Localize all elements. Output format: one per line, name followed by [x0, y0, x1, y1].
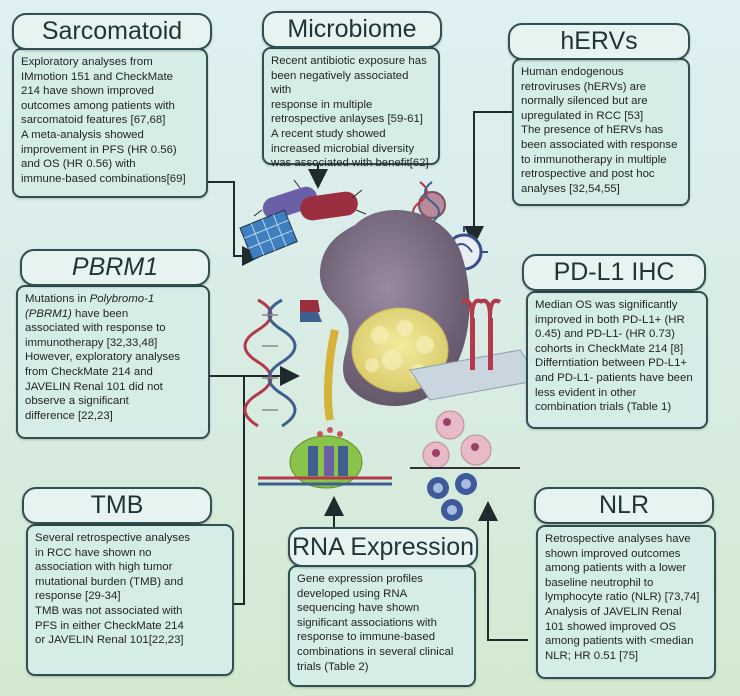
pbrm1-line: from CheckMate 214 and [25, 365, 153, 378]
pbrm1-line: immunotherapy [32,33,48] [25, 336, 158, 349]
sarcomatoid-title: Sarcomatoid [12, 13, 212, 50]
hervs-line: The presence of hERVs has [521, 124, 664, 137]
rna-line: sequencing have shown [297, 602, 420, 615]
hervs-line: analyses [32,54,55] [521, 182, 620, 195]
microbiome-line: was associated with benefit[62] [271, 157, 429, 170]
rna-line: developed using RNA [297, 587, 408, 600]
nlr-line: among patients with a lower [545, 562, 687, 575]
microbiome-title: Microbiome [262, 11, 442, 48]
pbrm1-line: associated with response to [25, 322, 166, 335]
pdl1-line: 0.45) and PD-L1- (HR 0.73) [535, 328, 675, 341]
microbiome-line: been negatively associated with [271, 69, 409, 97]
rna-polymerase-icon [258, 427, 392, 489]
rna-line: significant associations with [297, 616, 437, 629]
hervs-line: normally silenced but are [521, 95, 648, 108]
sarcomatoid-line: outcomes among patients with [21, 99, 175, 112]
tmb-line: association with high tumor [35, 561, 173, 574]
pbrm1-text: Mutations in [25, 293, 90, 305]
sarcomatoid-line: 214 have shown improved [21, 85, 154, 98]
tmb-line: or JAVELIN Renal 101[22,23] [35, 634, 184, 647]
nlr-line: Retrospective analyses have [545, 533, 691, 545]
sarcomatoid-line: and OS (HR 0.56) with [21, 158, 136, 171]
pbrm1-box: Mutations in Polybromo-1 (PBRM1) have be… [16, 285, 210, 439]
hervs-title: hERVs [508, 23, 690, 60]
sarcomatoid-line: sarcomatoid features [67,68] [21, 114, 166, 127]
pdl1-line: less evident in other [535, 386, 637, 399]
nlr-line: shown improved outcomes [545, 547, 681, 560]
tmb-box: Several retrospective analyses in RCC ha… [26, 524, 234, 676]
pdl1-line: combination trials (Table 1) [535, 401, 672, 414]
rna-line: combinations in several clinical [297, 645, 454, 658]
pdl1-line: Differntiation between PD-L1+ [535, 357, 688, 370]
pbrm1-line: (PBRM1) have been [25, 307, 201, 322]
tmb-line: response [29-34] [35, 590, 121, 603]
microbiome-line: response in multiple [271, 98, 373, 111]
tmb-line: PFS in either CheckMate 214 [35, 619, 184, 632]
hervs-line: retroviruses (hERVs) are [521, 80, 647, 93]
arrow-tmb [232, 376, 245, 605]
pbrm1-line: difference [22,23] [25, 409, 113, 422]
pbrm1-line: However, exploratory analyses [25, 351, 181, 364]
nlr-title: NLR [534, 487, 714, 524]
tissue-grid-icon [239, 209, 298, 261]
nlr-line: baseline neutrophil to [545, 576, 654, 589]
nlr-box: Retrospective analyses have shown improv… [536, 525, 716, 679]
tmb-line: in RCC have shown no [35, 546, 152, 559]
pdl1-line: Median OS was significantly [535, 299, 678, 311]
hervs-line: retrospective and post hoc [521, 168, 655, 181]
pbrm1-gene-name: Polybromo-1 [89, 293, 155, 305]
kidney-tumor-icon [300, 210, 470, 421]
pbrm1-title: PBRM1 [20, 249, 210, 286]
nlr-line: Analysis of JAVELIN Renal [545, 605, 682, 618]
pbrm1-line: Mutations in Polybromo-1 [25, 292, 201, 307]
pdl1-line: cohorts in CheckMate 214 [8] [535, 342, 684, 355]
nlr-line: lymphocyte ratio (NLR) [73,74] [545, 591, 700, 604]
microbiome-line: increased microbial diversity [271, 142, 415, 155]
tmb-title: TMB [22, 487, 212, 524]
microbiome-line: Recent antibiotic exposure has [271, 55, 427, 67]
rna-line: trials (Table 2) [297, 660, 369, 673]
hervs-line: upregulated in RCC [53] [521, 109, 644, 122]
microbiome-line: A recent study showed [271, 127, 386, 140]
tmb-line: Several retrospective analyses [35, 532, 191, 544]
bacteria-icon [253, 179, 367, 221]
pbrm1-gene-abbrev: (PBRM1) [25, 307, 72, 320]
pdl1-box: Median OS was significantly improved in … [526, 291, 708, 429]
dna-helix-icon [243, 298, 297, 428]
sarcomatoid-line: A meta-analysis showed [21, 128, 144, 141]
sarcomatoid-line: IMmotion 151 and CheckMate [21, 70, 173, 83]
nlr-line: among patients with <median [545, 635, 694, 648]
hervs-box: Human endogenous retroviruses (hERVs) ar… [512, 58, 690, 206]
pdl1-line: and PD-L1- patients have been [535, 371, 693, 384]
sarcomatoid-box: Exploratory analyses from IMmotion 151 a… [12, 48, 208, 198]
sarcomatoid-line: improvement in PFS (HR 0.56) [21, 143, 177, 156]
rna-line: response to immune-based [297, 631, 436, 644]
tmb-line: mutational burden (TMB) and [35, 575, 184, 588]
arrow-sarcomatoid [205, 181, 262, 266]
pbrm1-line: observe a significant [25, 395, 129, 408]
sarcomatoid-line: Exploratory analyses from [21, 56, 153, 68]
pdl1-title: PD-L1 IHC [522, 254, 706, 291]
hervs-line: been associated with response [521, 138, 678, 151]
tmb-line: TMB was not associated with [35, 604, 183, 617]
hervs-line: to immunotherapy in multiple [521, 153, 667, 166]
microbiome-line: retrospective anlayses [59-61] [271, 113, 423, 126]
blood-cells-icon [410, 410, 520, 521]
rna-line: Gene expression profiles [297, 573, 423, 585]
pbrm1-text: have been [71, 307, 129, 320]
hervs-line: Human endogenous [521, 66, 624, 78]
arrow-hervs [464, 111, 522, 246]
pbrm1-line: JAVELIN Renal 101 did not [25, 380, 163, 393]
arrow-nlr [478, 501, 528, 641]
pdl1-line: improved in both PD-L1+ (HR [535, 313, 685, 326]
microbiome-box: Recent antibiotic exposure has been nega… [262, 47, 440, 169]
sarcomatoid-line: immune-based combinations[69] [21, 172, 186, 185]
rna-title: RNA Expression [288, 527, 478, 567]
rna-box: Gene expression profiles developed using… [288, 565, 476, 687]
pdl1-receptor-icon [409, 298, 541, 401]
nlr-line: 101 showed improved OS [545, 620, 677, 633]
nlr-line: NLR; HR 0.51 [75] [545, 649, 639, 662]
